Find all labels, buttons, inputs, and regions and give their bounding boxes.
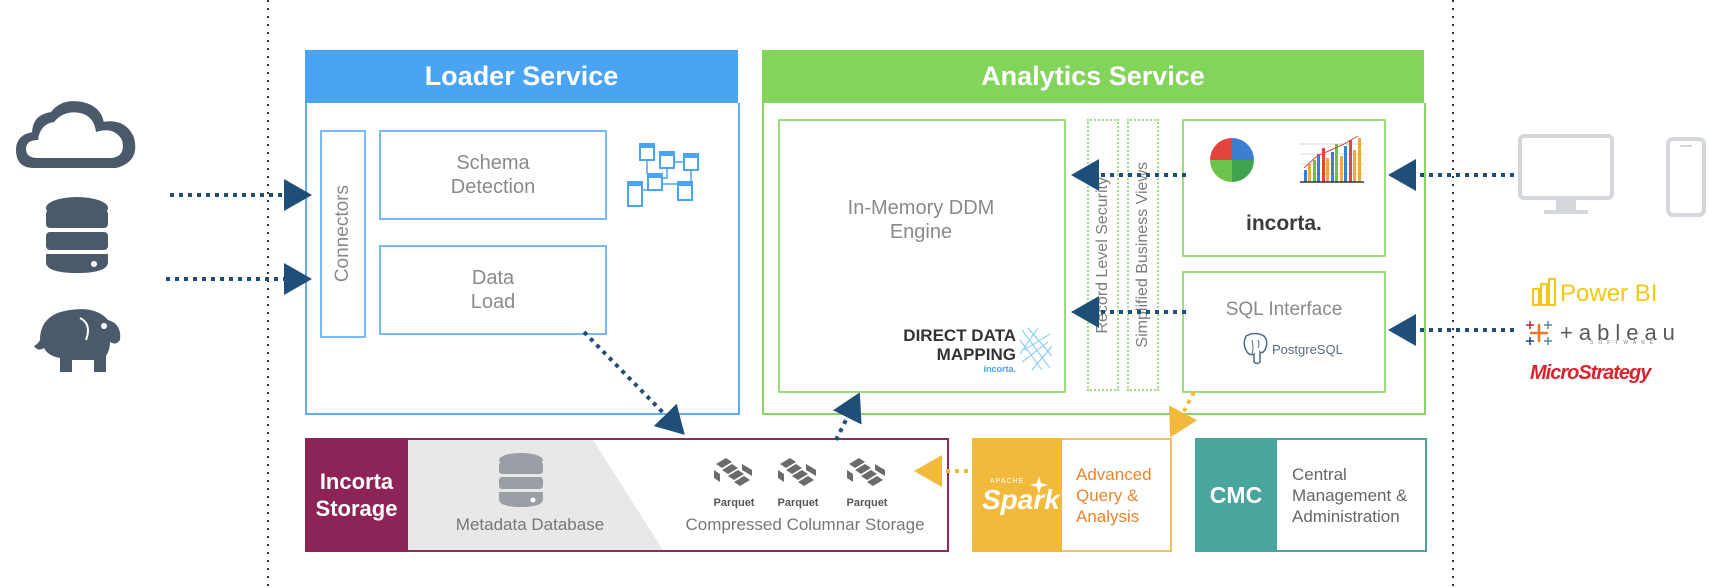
simplified-business-views-label: Simplified Business Views [1134,162,1151,348]
parquet-label: Parquet [846,497,888,509]
incorta-storage-label: Incorta Storage [305,438,408,552]
cmc-description: Central Management & Administration [1292,465,1408,526]
postgresql-logo: PostgreSQL [1272,342,1343,357]
spark-star-icon [1030,476,1048,494]
incorta-ui-box [1182,119,1386,257]
schema-tables-icon [627,143,699,207]
parquet-label: Parquet [713,497,755,509]
schema-detection-box: Schema Detection [379,130,607,220]
pie-chart-icon [1210,138,1254,182]
simplified-business-views-bar: Simplified Business Views [1127,119,1159,391]
incorta-logo: incorta. [1246,212,1322,235]
analytics-service-panel [762,103,1426,415]
microstrategy-logo: MicroStrategy [1530,362,1651,384]
metadata-database-icon [499,453,543,507]
ddm-globe-icon [1019,327,1053,371]
bar-chart-icon [1300,135,1364,183]
record-level-security-bar: Record Level Security [1087,119,1119,391]
tableau-logo: +ableau SOFTWARE [1560,320,1681,346]
parquet-icon [778,458,816,486]
record-level-security-label: Record Level Security [1094,176,1111,334]
spark-logo-apache: APACHE [990,478,1025,485]
parquet-file-3: Parquet [845,458,889,509]
spark-logo-block: APACHE Spark [972,438,1062,552]
parquet-icon [714,458,752,486]
parquet-icon [847,458,885,486]
power-bi-logo: Power BI [1560,280,1658,307]
cloud-icon [15,101,136,168]
parquet-label: Parquet [777,497,819,509]
connectors-box: Connectors [320,130,366,338]
monitor-icon [1518,134,1614,214]
ddm-engine-box [778,119,1066,393]
hadoop-elephant-icon [34,309,121,372]
phone-icon [1666,137,1706,217]
database-icon [46,197,108,273]
metadata-database-label: Metadata Database [455,515,605,534]
cmc-label: CMC [1195,438,1277,552]
tableau-icon [1526,321,1552,345]
parquet-file-2: Parquet [776,458,820,509]
loader-service-header: Loader Service [305,50,738,103]
sql-interface-box [1182,271,1386,393]
sql-interface-label: SQL Interface [1225,299,1343,320]
ddm-engine-label: In-Memory DDM Engine [847,197,995,243]
spark-logo: Spark [982,484,1060,515]
connectors-label: Connectors [332,185,353,283]
direct-data-mapping-logo: DIRECT DATA MAPPING incorta. [903,326,1016,374]
power-bi-icon [1532,278,1556,306]
postgresql-elephant-icon [1243,332,1268,365]
parquet-file-1: Parquet [712,458,756,509]
compressed-columnar-storage-label: Compressed Columnar Storage [685,515,925,534]
spark-description: Advanced Query & Analysis [1076,465,1152,526]
analytics-service-header: Analytics Service [762,50,1424,103]
loader-service-panel [305,103,740,415]
data-load-box: Data Load [379,245,607,335]
